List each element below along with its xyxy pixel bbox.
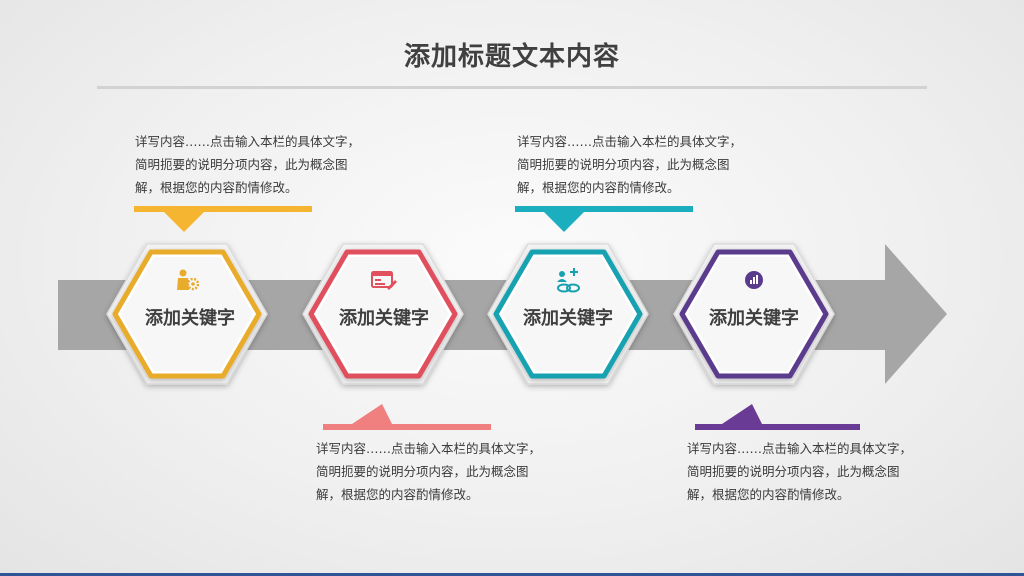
bottom-accent-bar xyxy=(0,573,1024,576)
chart-circle-icon xyxy=(745,271,763,289)
step-hexagon-4 xyxy=(673,243,835,385)
step-label-4: 添加关键字 xyxy=(709,308,799,329)
description-4: 详写内容……点击输入本栏的具体文字，简明扼要的说明分项内容，此为概念图解，根据您… xyxy=(687,441,913,502)
callout-bottom-4 xyxy=(695,404,860,430)
callout-top-3 xyxy=(515,206,693,232)
step-hexagon-1 xyxy=(106,243,268,385)
step-hexagon-2 xyxy=(302,243,464,385)
step-label-1: 添加关键字 xyxy=(145,308,235,329)
step-label-3: 添加关键字 xyxy=(523,308,613,329)
person-gear-icon xyxy=(177,269,200,291)
callout-bottom-2 xyxy=(323,404,491,430)
description-2: 详写内容……点击输入本栏的具体文字，简明扼要的说明分项内容，此为概念图解，根据您… xyxy=(316,441,542,502)
description-3: 详写内容……点击输入本栏的具体文字，简明扼要的说明分项内容，此为概念图解，根据您… xyxy=(517,134,743,195)
people-link-icon xyxy=(557,268,580,293)
browser-edit-icon xyxy=(371,271,397,290)
step-hexagon-3 xyxy=(487,243,649,385)
description-1: 详写内容……点击输入本栏的具体文字，简明扼要的说明分项内容，此为概念图解，根据您… xyxy=(135,134,361,195)
callout-top-1 xyxy=(134,206,312,232)
page-title: 添加标题文本内容 xyxy=(403,42,620,72)
step-label-2: 添加关键字 xyxy=(339,308,429,329)
title-divider xyxy=(97,86,927,89)
